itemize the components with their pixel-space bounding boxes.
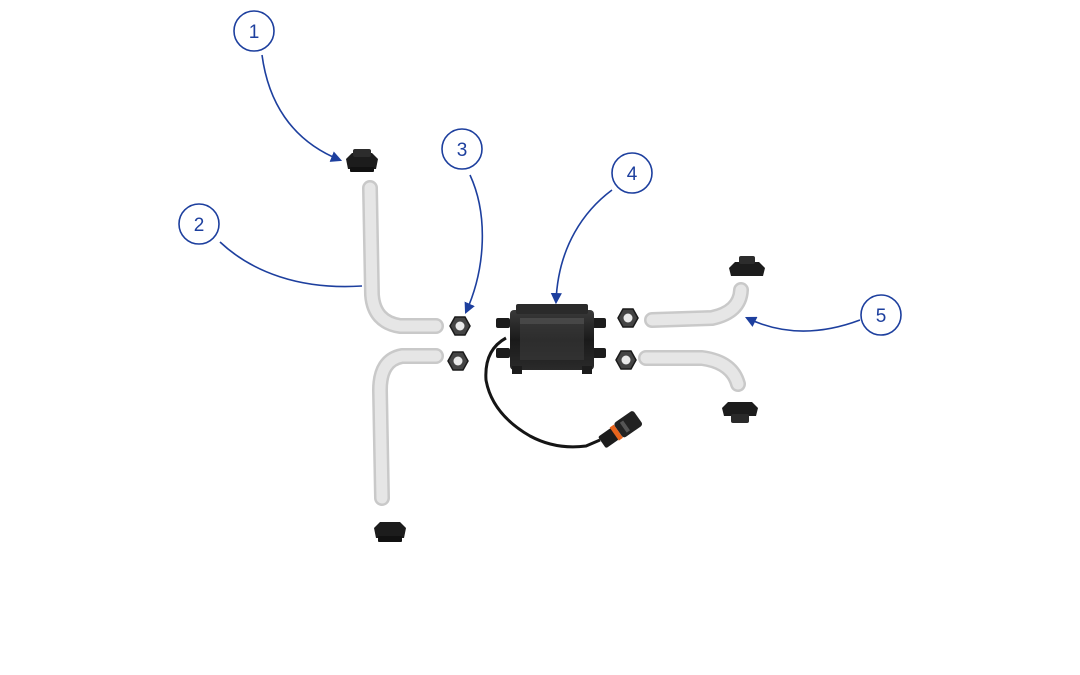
callout-number: 2: [194, 215, 205, 236]
hose-lower-right: [638, 350, 746, 392]
cap-top-left: [346, 149, 378, 172]
hose-upper-right: [644, 282, 749, 328]
callout-number: 5: [876, 306, 887, 327]
hex-nut-right-upper: [617, 308, 639, 328]
callout-2: 2: [178, 203, 220, 245]
cable-connector: [598, 411, 643, 448]
cap-top-right: [729, 256, 765, 276]
callout-number: 1: [249, 22, 260, 43]
sensor-box: [496, 304, 606, 374]
hose-upper-left: [362, 180, 444, 334]
leader-line-4: [550, 189, 613, 305]
cable: [484, 336, 601, 449]
cap-bottom-left: [374, 522, 406, 542]
hex-nut-right-lower: [615, 350, 637, 370]
callout-3: 3: [441, 128, 483, 170]
hex-nut-left-lower: [447, 351, 469, 371]
callout-number: 3: [457, 140, 468, 161]
callout-5: 5: [860, 294, 902, 336]
callout-4: 4: [611, 152, 653, 194]
leader-line-5: [744, 316, 861, 332]
callout-number: 4: [627, 164, 638, 185]
leader-line-3: [464, 174, 484, 315]
leader-line-1: [261, 54, 343, 162]
hex-nut-left-upper: [449, 316, 471, 336]
hose-lower-left: [372, 348, 444, 506]
cap-bottom-right: [722, 402, 758, 423]
leader-line-2: [219, 241, 363, 288]
callout-1: 1: [233, 10, 275, 52]
